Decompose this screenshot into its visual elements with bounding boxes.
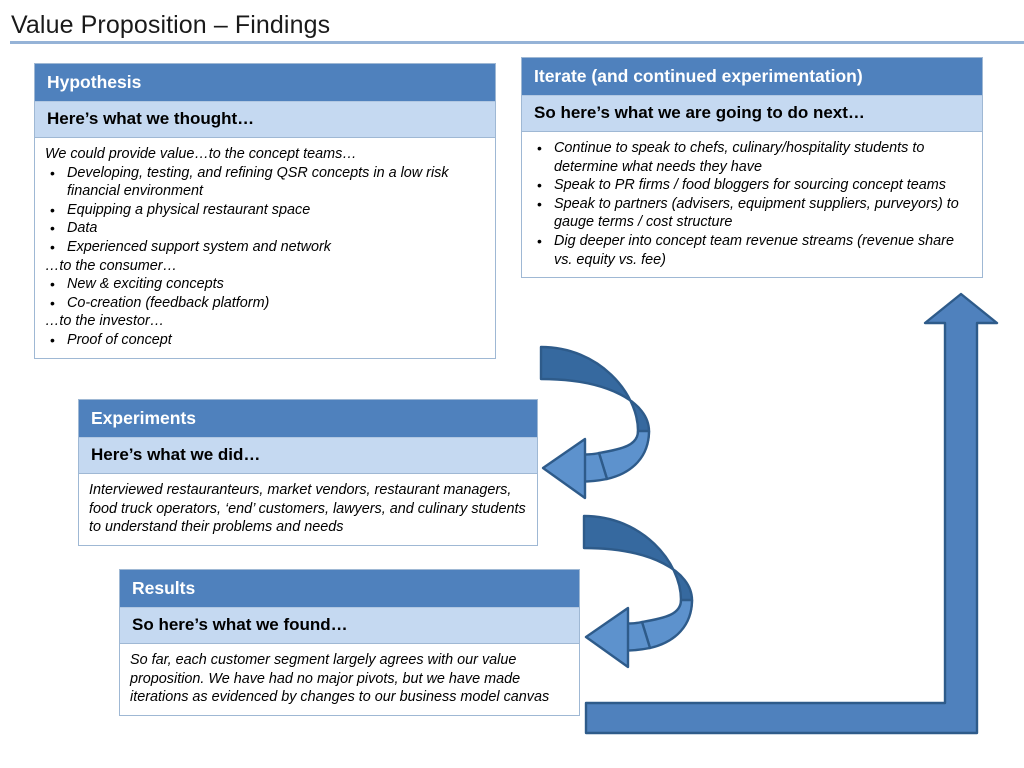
list-item: Speak to partners (advisers, equipment s… <box>532 195 972 232</box>
curved-arrow-hypothesis-to-experiments <box>539 345 651 500</box>
curved-arrow-experiments-to-results <box>582 514 694 669</box>
title-divider <box>10 41 1024 44</box>
panel-results-header: Results <box>120 570 579 607</box>
panel-experiments-subheader: Here’s what we did… <box>79 437 537 474</box>
list-item: Continue to speak to chefs, culinary/hos… <box>532 139 972 176</box>
list-item: Developing, testing, and refining QSR co… <box>45 164 485 201</box>
results-text: So far, each customer segment largely ag… <box>130 652 550 706</box>
panel-hypothesis-subheader: Here’s what we thought… <box>35 101 495 138</box>
panel-results: Results So here’s what we found… So far,… <box>119 569 580 716</box>
experiments-text: Interviewed restauranteurs, market vendo… <box>89 482 526 536</box>
hypothesis-bullets-investor: Proof of concept <box>45 331 485 350</box>
panel-hypothesis: Hypothesis Here’s what we thought… We co… <box>34 63 496 359</box>
panel-hypothesis-header: Hypothesis <box>35 64 495 101</box>
list-item: Data <box>45 219 485 238</box>
panel-results-subheader: So here’s what we found… <box>120 607 579 644</box>
hypothesis-lead-investor: …to the investor… <box>45 313 165 330</box>
list-item: Experienced support system and network <box>45 238 485 257</box>
panel-iterate: Iterate (and continued experimentation) … <box>521 57 983 279</box>
page-title: Value Proposition – Findings <box>11 11 331 39</box>
hypothesis-bullets-teams: Developing, testing, and refining QSR co… <box>45 164 485 257</box>
list-item: Dig deeper into concept team revenue str… <box>532 232 972 269</box>
iterate-bullets: Continue to speak to chefs, culinary/hos… <box>532 139 972 269</box>
panel-hypothesis-body: We could provide value…to the concept te… <box>35 138 495 358</box>
panel-iterate-header: Iterate (and continued experimentation) <box>522 58 982 95</box>
list-item: Equipping a physical restaurant space <box>45 201 485 220</box>
panel-results-body: So far, each customer segment largely ag… <box>120 644 579 715</box>
panel-iterate-subheader: So here’s what we are going to do next… <box>522 95 982 132</box>
list-item: Co-creation (feedback platform) <box>45 294 485 313</box>
hypothesis-lead-teams: We could provide value…to the concept te… <box>45 146 357 162</box>
panel-experiments-body: Interviewed restauranteurs, market vendo… <box>79 474 537 545</box>
list-item: Speak to PR firms / food bloggers for so… <box>532 176 972 195</box>
panel-experiments: Experiments Here’s what we did… Intervie… <box>78 399 538 546</box>
hypothesis-lead-consumer: …to the consumer… <box>45 257 177 274</box>
hypothesis-bullets-consumer: New & exciting concepts Co-creation (fee… <box>45 275 485 312</box>
list-item: Proof of concept <box>45 331 485 350</box>
panel-iterate-body: Continue to speak to chefs, culinary/hos… <box>522 132 982 277</box>
bent-up-arrow-results-to-iterate <box>584 292 999 735</box>
list-item: New & exciting concepts <box>45 275 485 294</box>
panel-experiments-header: Experiments <box>79 400 537 437</box>
